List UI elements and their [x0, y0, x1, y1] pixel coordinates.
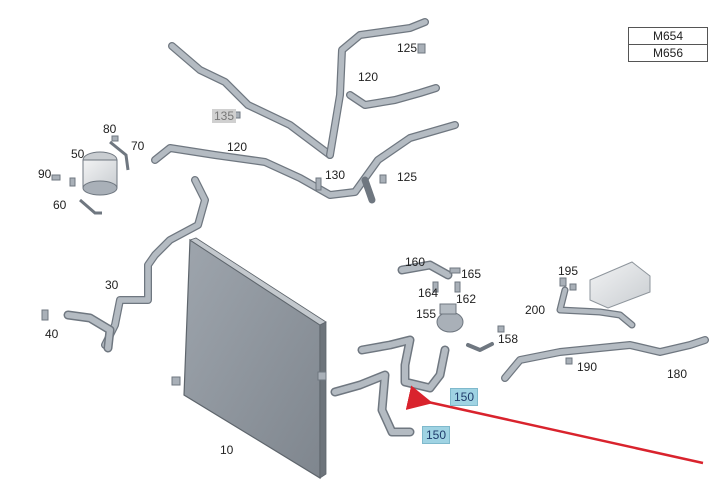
part-label-90[interactable]: 90	[38, 167, 52, 181]
part-label-120-upper[interactable]: 120	[358, 70, 379, 84]
part-label-60[interactable]: 60	[53, 198, 67, 212]
expansion-tank	[79, 140, 130, 215]
part-label-160[interactable]: 160	[405, 255, 426, 269]
hose-150-lower	[330, 370, 415, 437]
part-label-125-upper[interactable]: 125	[397, 41, 418, 55]
part-label-80[interactable]: 80	[103, 122, 117, 136]
engine-code-m654: M654	[628, 27, 708, 45]
part-label-70[interactable]: 70	[131, 139, 145, 153]
part-label-125-lower[interactable]: 125	[397, 170, 418, 184]
part-label-165[interactable]: 165	[461, 267, 482, 281]
part-label-155[interactable]: 155	[416, 307, 437, 321]
hose-158	[466, 342, 494, 352]
part-label-30[interactable]: 30	[105, 278, 119, 292]
fittings	[41, 43, 573, 365]
part-label-40[interactable]: 40	[45, 327, 59, 341]
part-label-50[interactable]: 50	[71, 147, 85, 161]
part-label-200[interactable]: 200	[525, 303, 546, 317]
part-label-150-lower[interactable]: 150	[422, 426, 451, 444]
part-label-10[interactable]: 10	[220, 443, 234, 457]
part-label-135[interactable]: 135	[212, 109, 237, 123]
engine-code-table: M654 M656	[628, 27, 708, 62]
hoses	[63, 18, 709, 437]
part-label-180[interactable]: 180	[667, 367, 688, 381]
part-label-158[interactable]: 158	[498, 332, 519, 346]
engine-code-m656: M656	[628, 44, 708, 62]
radiator	[171, 237, 327, 480]
part-label-130[interactable]: 130	[325, 168, 346, 182]
part-label-195[interactable]: 195	[558, 264, 579, 278]
oil-cooler	[569, 261, 651, 309]
part-label-190[interactable]: 190	[577, 360, 598, 374]
part-label-164[interactable]: 164	[418, 286, 439, 300]
part-label-150-upper[interactable]: 150	[450, 388, 479, 406]
part-label-162[interactable]: 162	[456, 292, 477, 306]
pump	[436, 303, 464, 333]
pointer-arrow	[405, 385, 704, 465]
part-label-120-middle[interactable]: 120	[227, 140, 248, 154]
